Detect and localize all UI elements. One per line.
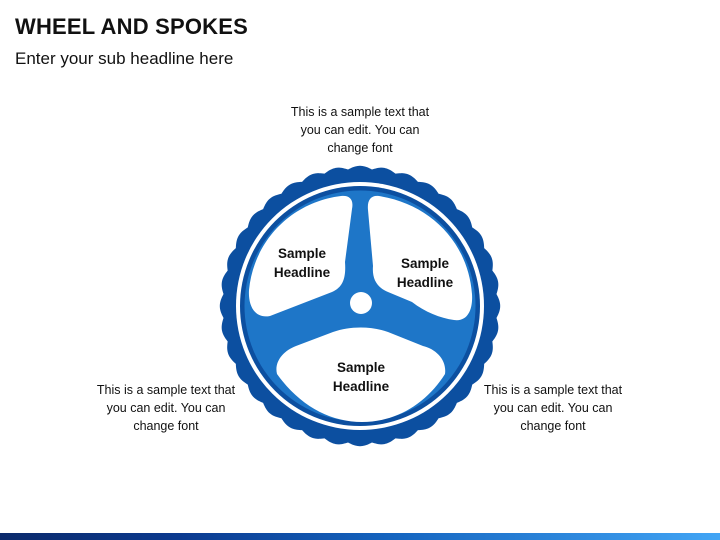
page-subtitle: Enter your sub headline here xyxy=(15,49,234,68)
bottom-accent-bar xyxy=(0,533,720,540)
segment-left-label-line-1: Sample xyxy=(278,246,327,261)
callout-right-line-1: This is a sample text that xyxy=(483,383,623,397)
segment-right-label-line-2: Headline xyxy=(397,275,454,290)
callout-right-line-2: you can edit. You can xyxy=(493,401,613,415)
hub-center-hole xyxy=(350,292,372,314)
callout-left-line-3: change font xyxy=(133,419,199,433)
segment-bottom-label-line-2: Headline xyxy=(333,379,390,394)
callout-left: This is a sample text that you can edit.… xyxy=(81,381,251,435)
segment-bottom xyxy=(276,327,446,422)
callout-top-line-3: change font xyxy=(327,141,393,155)
segment-left-label-line-2: Headline xyxy=(274,265,331,280)
page-title: WHEEL AND SPOKES xyxy=(15,14,249,39)
segment-bottom-label-line-1: Sample xyxy=(337,360,386,375)
callout-left-line-1: This is a sample text that xyxy=(96,383,236,397)
callout-right-line-3: change font xyxy=(520,419,586,433)
segment-left xyxy=(248,195,353,317)
segment-right xyxy=(367,195,473,321)
callout-top: This is a sample text that you can edit.… xyxy=(275,103,445,157)
segment-right-label-line-1: Sample xyxy=(401,256,450,271)
callout-left-line-2: you can edit. You can xyxy=(106,401,226,415)
callout-right: This is a sample text that you can edit.… xyxy=(468,381,638,435)
callout-top-line-2: you can edit. You can xyxy=(300,123,420,137)
callout-top-line-1: This is a sample text that xyxy=(290,105,430,119)
